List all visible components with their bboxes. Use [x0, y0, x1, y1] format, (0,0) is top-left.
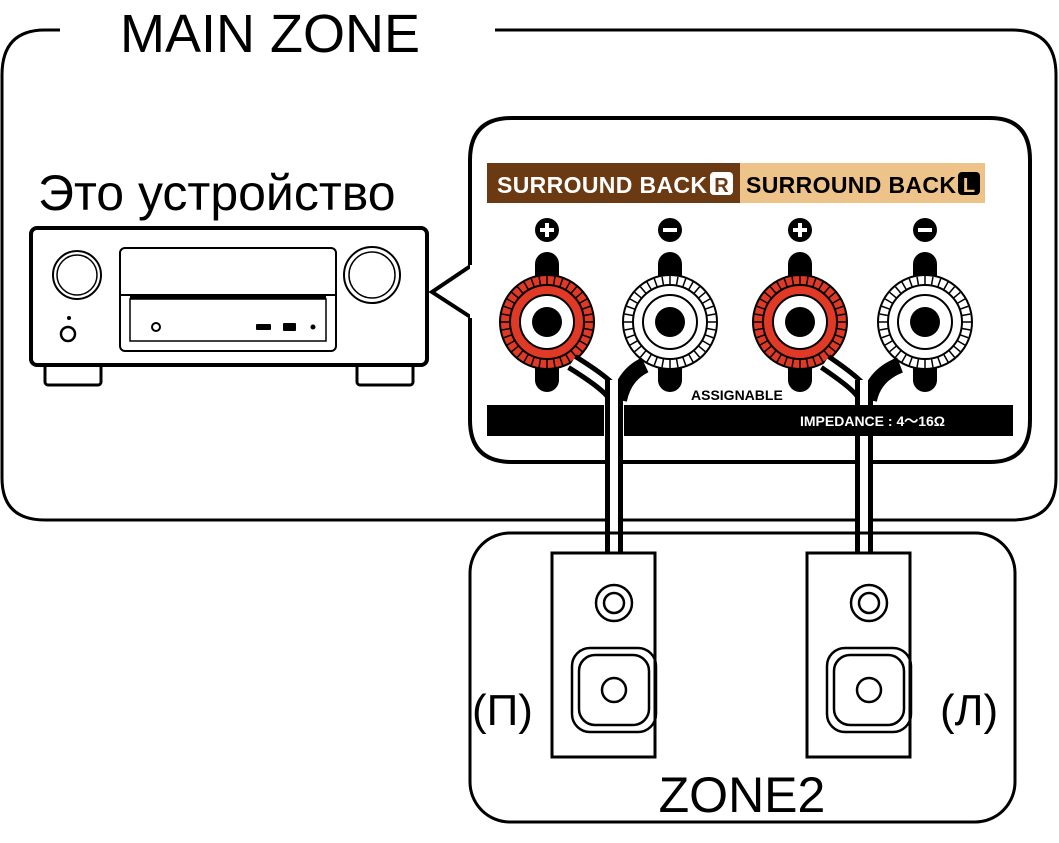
- channel-label-l: SURROUND BACK: [746, 172, 956, 198]
- plus-icon: [535, 218, 559, 242]
- channel-badge-r: R: [714, 175, 729, 197]
- positive-terminal: [499, 218, 595, 392]
- main-zone-frame: [0, 28, 1058, 522]
- minus-icon: [913, 218, 937, 242]
- minus-icon: [658, 218, 682, 242]
- channel-header-l: SURROUND BACK L: [740, 163, 985, 203]
- negative-terminal: [877, 218, 973, 392]
- assignable-label: ASSIGNABLE: [691, 387, 783, 403]
- plus-icon: [788, 218, 812, 242]
- channel-label-r: SURROUND BACK: [497, 172, 707, 198]
- positive-terminal: [752, 218, 848, 392]
- zone2-frame: [468, 531, 1017, 824]
- speaker-label-left: (Л): [940, 686, 998, 735]
- speaker-icon: [805, 551, 913, 759]
- input-knob-icon: [52, 250, 102, 300]
- channel-header-r: SURROUND BACK R: [487, 163, 740, 203]
- receiver-illustration: [29, 226, 429, 387]
- main-zone-title: MAIN ZONE: [120, 4, 420, 64]
- display-window: [119, 247, 337, 352]
- negative-terminal: [622, 218, 718, 392]
- channel-badge-l: L: [963, 175, 975, 197]
- volume-knob-icon: [343, 246, 401, 304]
- zone2-title: ZONE2: [659, 767, 826, 823]
- speaker-icon: [550, 551, 658, 759]
- speaker-label-right: (П): [472, 686, 533, 735]
- device-label: Это устройство: [38, 165, 396, 221]
- impedance-label: IMPEDANCE : 4～16Ω: [800, 413, 945, 429]
- power-button-icon: [59, 325, 77, 343]
